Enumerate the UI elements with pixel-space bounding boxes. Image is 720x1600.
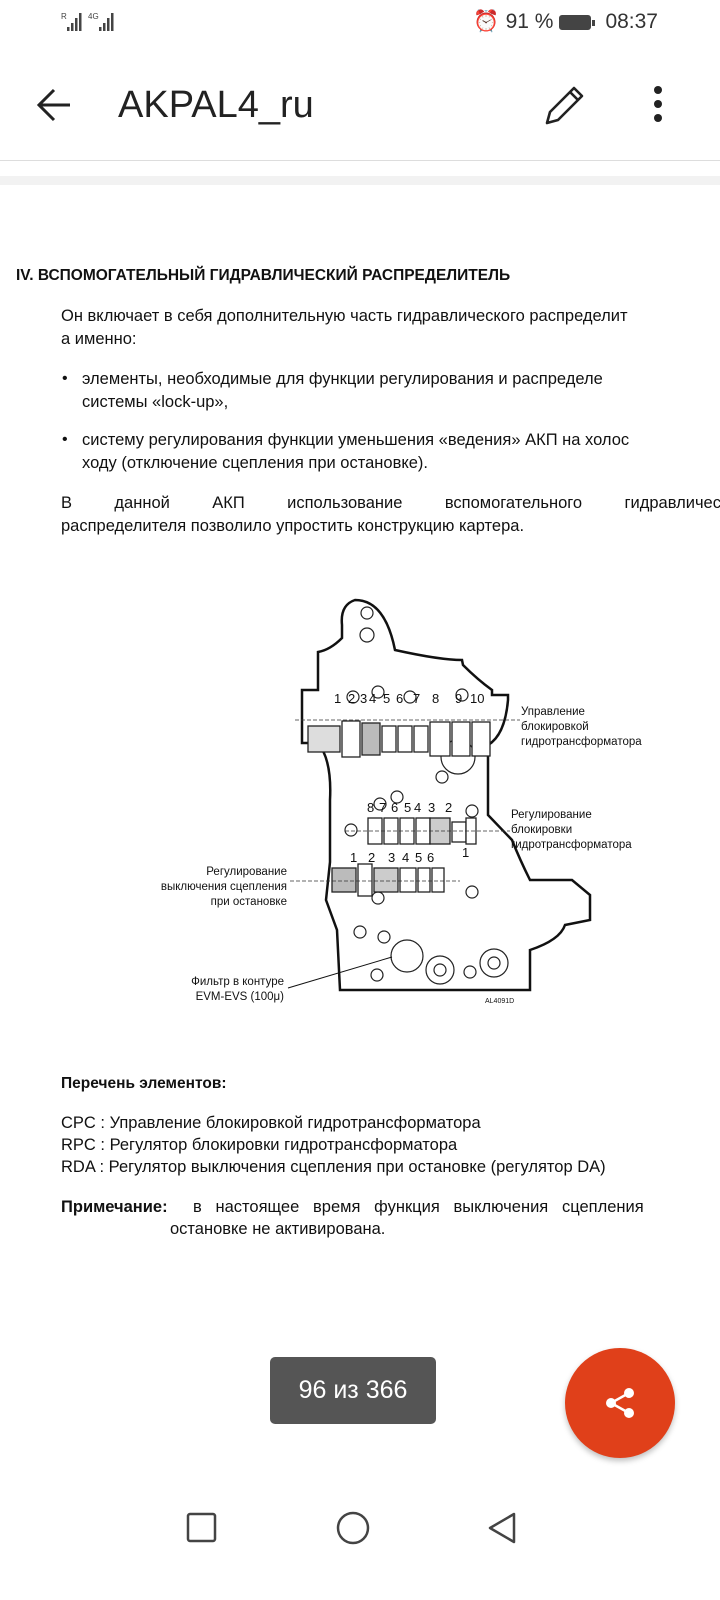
intro-line: а именно: [61, 330, 137, 348]
list-title: Перечень элементов: [61, 1075, 227, 1092]
paragraph-line: распределителя позволило упростить конст… [61, 517, 525, 535]
center-lines [290, 719, 520, 882]
port-number: 5 [415, 850, 422, 865]
word: данной [114, 494, 170, 512]
port-number: 4 [402, 850, 409, 865]
status-bar: R 4G ⏰ 91 % 08:37 [0, 0, 720, 46]
signal-bars-icon [66, 13, 82, 31]
port-number: 1 [334, 691, 341, 706]
label-rda: выключения сцепления [161, 881, 287, 893]
port-number: 5 [404, 800, 411, 815]
back-triangle-icon[interactable] [486, 1511, 518, 1545]
label-rpc: блокировки [511, 824, 572, 836]
edit-pencil-icon[interactable] [542, 82, 588, 128]
recent-apps-square-icon[interactable] [186, 1512, 218, 1544]
figure-code: AL4091D [485, 998, 514, 1005]
housing-outline [300, 598, 592, 992]
word: АКП [212, 494, 245, 512]
document-title: AKPAL4_ru [118, 84, 314, 126]
label-rpc: Регулирование [511, 809, 592, 821]
list-item: RDA : Регулятор выключения сцепления при… [61, 1158, 606, 1176]
port-number: 7 [413, 691, 420, 706]
back-arrow-icon[interactable] [34, 84, 76, 126]
list-item: CPC : Управление блокировкой гидротрансф… [61, 1114, 481, 1132]
alarm-icon: ⏰ [473, 10, 500, 33]
paragraph-line: В данной АКП использование вспомогательн… [61, 492, 720, 514]
label-rpc: гидротрансформатора [511, 839, 632, 851]
port-number: 8 [367, 800, 374, 815]
battery-percent: 91 % [505, 10, 554, 33]
bullet-text: ходу (отключение сцепления при остановке… [82, 454, 428, 472]
hydraulic-distributor-diagram: 1 2 3 4 5 6 7 8 9 10 8 7 6 5 4 3 2 1 1 2… [161, 598, 642, 1005]
bullet-icon: • [62, 370, 68, 387]
port-number: 3 [388, 850, 395, 865]
battery-icon [559, 14, 596, 30]
port-number: 8 [432, 691, 439, 706]
port-number: 3 [428, 800, 435, 815]
top-spool-numbers: 1 2 3 4 5 6 7 8 9 10 [334, 691, 484, 706]
bolt-holes [344, 606, 509, 985]
port-number: 10 [470, 691, 484, 706]
port-number: 4 [414, 800, 421, 815]
label-cpc: Управление [521, 706, 585, 718]
low-spool-numbers: 1 2 3 4 5 6 [350, 850, 434, 865]
label-filter: EVM-EVS (100μ) [196, 991, 285, 1003]
label-rda: при остановке [211, 896, 287, 908]
divider [0, 160, 720, 161]
signal-icon: R [61, 12, 83, 32]
section-heading: IV. ВСПОМОГАТЕЛЬНЫЙ ГИДРАВЛИЧЕСКИЙ РАСПР… [16, 267, 511, 284]
port-number: 9 [455, 691, 462, 706]
port-number: 2 [445, 800, 452, 815]
signal-label: R [61, 12, 67, 21]
note-label: Примечание: [61, 1198, 168, 1216]
filter-leader-line [287, 956, 393, 989]
label-cpc: блокировкой [521, 721, 589, 733]
bullet-text: систему регулирования функции уменьшения… [82, 431, 630, 449]
signal-bars-icon [98, 13, 114, 31]
note-text: в настоящее время функция выключения сце… [193, 1198, 644, 1216]
page-separator [0, 176, 720, 185]
share-icon [606, 1388, 634, 1418]
list-item: RPC : Регулятор блокировки гидротрансфор… [61, 1136, 458, 1154]
port-number: 4 [369, 691, 376, 706]
navigation-bar [0, 1490, 720, 1570]
port-number: 6 [427, 850, 434, 865]
note-text: остановке не активирована. [170, 1220, 386, 1238]
port-number: 3 [360, 691, 367, 706]
mid-spool-numbers: 8 7 6 5 4 3 2 1 [367, 800, 469, 860]
port-number: 7 [379, 800, 386, 815]
bullet-text: системы «lock-up», [82, 393, 229, 411]
port-number: 6 [391, 800, 398, 815]
clock: 08:37 [605, 10, 658, 33]
bullet-text: элементы, необходимые для функции регули… [82, 370, 603, 388]
home-circle-icon[interactable] [335, 1510, 371, 1546]
word: В [61, 494, 73, 512]
label-cpc: гидротрансформатора [521, 736, 642, 748]
bullet-icon: • [62, 431, 68, 448]
signal-4g-icon: 4G [88, 12, 115, 32]
port-number: 6 [396, 691, 403, 706]
page-indicator: 96 из 366 [270, 1357, 436, 1424]
word: гидравличес [624, 494, 720, 512]
port-number: 2 [368, 850, 375, 865]
app-bar: AKPAL4_ru [0, 60, 720, 150]
label-rda: Регулирование [206, 866, 287, 878]
share-button[interactable] [565, 1348, 675, 1458]
signal-label: 4G [88, 12, 99, 21]
port-number: 1 [462, 845, 469, 860]
port-number: 2 [348, 691, 355, 706]
label-filter: Фильтр в контуре [191, 976, 284, 988]
rda-spool [331, 863, 445, 897]
more-vert-icon[interactable] [650, 84, 666, 128]
word: использование [287, 494, 403, 512]
port-number: 1 [350, 850, 357, 865]
word: вспомогательного [444, 494, 583, 512]
intro-line: Он включает в себя дополнительную часть … [61, 307, 628, 325]
cpc-spool [307, 720, 491, 758]
port-number: 5 [383, 691, 390, 706]
